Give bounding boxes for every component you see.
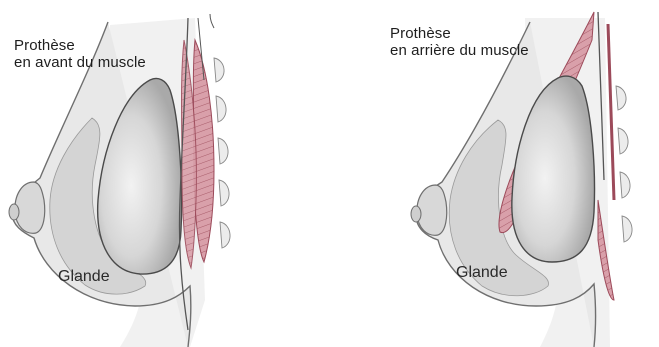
nipple	[15, 182, 45, 233]
diagram-panel-prepectoral: Prothèse en avant du muscle Glande	[0, 0, 330, 347]
title-line-1: Prothèse	[390, 25, 529, 42]
title-line-1: Prothèse	[14, 37, 146, 54]
nipple-tip	[411, 206, 421, 222]
title-line-2: en avant du muscle	[14, 54, 146, 71]
panel-title: Prothèse en avant du muscle	[14, 37, 146, 71]
diagram-panel-subpectoral: Prothèse en arrière du muscle Glande	[330, 0, 659, 347]
panel-title: Prothèse en arrière du muscle	[390, 25, 529, 59]
ribs	[616, 86, 632, 242]
title-line-2: en arrière du muscle	[390, 42, 529, 59]
ribs	[214, 58, 230, 248]
gland-label: Glande	[456, 264, 508, 282]
nipple-tip	[9, 204, 19, 220]
gland-label: Glande	[58, 268, 110, 286]
